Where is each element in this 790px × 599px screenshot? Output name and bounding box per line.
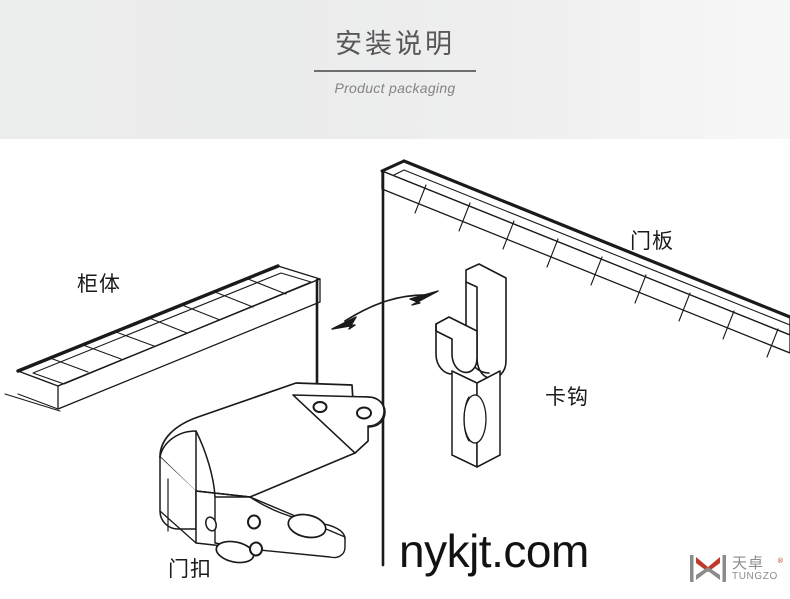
- header-content: 安装说明 Product packaging: [0, 0, 790, 139]
- site-watermark: nykjt.com: [399, 525, 589, 577]
- hook-component-shape: [435, 263, 507, 468]
- brand-name-cn: 天卓 ®: [732, 554, 784, 572]
- cabinet-panel-shape: [4, 264, 321, 412]
- page-title: 安装说明: [335, 29, 455, 60]
- installation-diagram: [0, 139, 790, 599]
- brand-name-cn-text: 天卓: [732, 554, 765, 572]
- label-door-catch: 门扣: [168, 557, 212, 581]
- bowtie-logo-icon: [690, 555, 726, 582]
- door-catch-shape: [159, 382, 386, 564]
- registered-mark: ®: [776, 557, 785, 565]
- label-door-panel: 门板: [630, 229, 674, 253]
- diagram-svg: [4, 159, 790, 567]
- label-hook: 卡钩: [545, 385, 589, 409]
- label-cabinet: 柜体: [77, 272, 121, 296]
- door-panel-shape: [380, 159, 790, 567]
- brand-text: 天卓 ® TUNGZO: [732, 554, 784, 583]
- engagement-arrow: [331, 290, 439, 330]
- title-divider: [314, 70, 476, 72]
- brand-name-en: TUNGZO: [732, 571, 778, 582]
- header-band: 安装说明 Product packaging: [0, 0, 790, 139]
- brand-logo: 天卓 ® TUNGZO: [688, 549, 784, 589]
- page-subtitle: Product packaging: [334, 80, 456, 96]
